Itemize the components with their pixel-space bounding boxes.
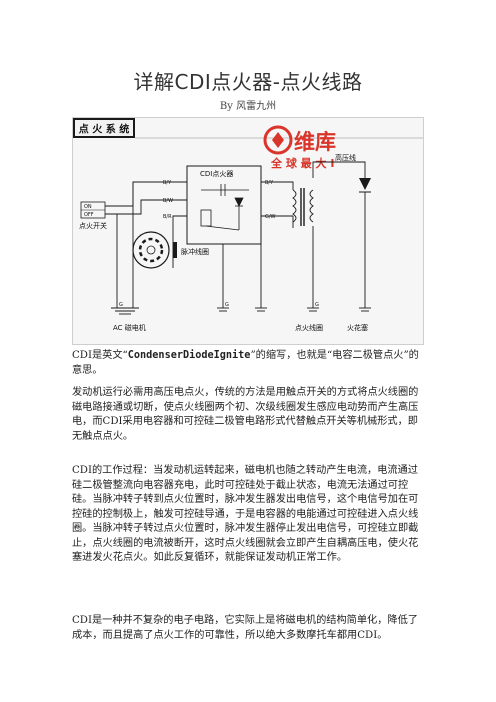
circuit-svg: 点 火 系 统 维库 全 球 最 大 I CDI点火器 B/Y B/W B/R … bbox=[73, 118, 423, 332]
paragraph-definition: CDI是英文“CondenserDiodeIgnite”的缩写，也就是“电容二极… bbox=[72, 349, 424, 378]
switch-label: 点火开关 bbox=[79, 221, 107, 230]
spark-plug bbox=[359, 178, 371, 202]
wire-label-g-2: G bbox=[225, 302, 229, 308]
wiring bbox=[105, 161, 366, 308]
spark-plug-label: 火花塞 bbox=[347, 323, 368, 332]
hv-wire-label: 高压线 bbox=[335, 153, 356, 162]
cdi-box bbox=[186, 165, 262, 245]
p1-term: CondenserDiodeIgnite bbox=[127, 350, 251, 361]
p1-suffix: ”的缩写，也就是“电容二极管点火”的意思。 bbox=[72, 350, 419, 376]
brand-logo: 维库 全 球 最 大 I bbox=[263, 125, 336, 170]
document-title: 详解CDI点火器-点火线路 bbox=[133, 70, 363, 94]
ignition-coil bbox=[292, 188, 314, 226]
wire-label-by: B/Y bbox=[163, 180, 172, 186]
ignition-coil-label: 点火线圈 bbox=[295, 323, 323, 332]
ignition-circuit-diagram: 点 火 系 统 维库 全 球 最 大 I CDI点火器 B/Y B/W B/R … bbox=[72, 117, 424, 345]
wire-label-bw: B/W bbox=[163, 198, 173, 204]
brand-slogan: 全 球 最 大 I bbox=[270, 156, 334, 170]
p1-prefix: CDI是英文“ bbox=[72, 350, 128, 361]
diagram-header: 点 火 系 统 bbox=[79, 123, 129, 136]
document-author: By 风雷九州 bbox=[219, 101, 277, 112]
switch-on-label: ON bbox=[84, 204, 92, 210]
paragraph-process: CDI的工作过程：当发动机运转起来，磁电机也随之转动产生电流，电流通过硅二极管整… bbox=[72, 465, 419, 563]
switch-off-label: OFF bbox=[84, 212, 94, 218]
cdi-internals bbox=[200, 184, 249, 231]
wire-label-br: B/R bbox=[163, 214, 172, 220]
pulse-coil-label: 脉冲线圈 bbox=[181, 247, 209, 256]
wire-label-g-1: G bbox=[119, 302, 123, 308]
wire-label-gw: G/W bbox=[265, 214, 276, 220]
paragraph-summary: CDI是一种并不复杂的电子电路，它实际上是将磁电机的结构简单化，降低了成本，而且… bbox=[72, 615, 418, 641]
magneto-label: AC 磁电机 bbox=[113, 323, 146, 332]
wire-label-g-3: G bbox=[315, 302, 319, 308]
cdi-label: CDI点火器 bbox=[200, 170, 233, 178]
brand-mark-icon bbox=[272, 132, 284, 148]
wire-label-by-right: B/Y bbox=[265, 180, 274, 186]
magneto bbox=[132, 231, 177, 269]
ground-symbols bbox=[111, 307, 371, 315]
paragraph-principle: 发动机运行必需用高压电点火，传统的方法是用触点开关的方式将点火线圈的磁电路接通或… bbox=[72, 387, 419, 442]
brand-name: 维库 bbox=[294, 130, 336, 154]
